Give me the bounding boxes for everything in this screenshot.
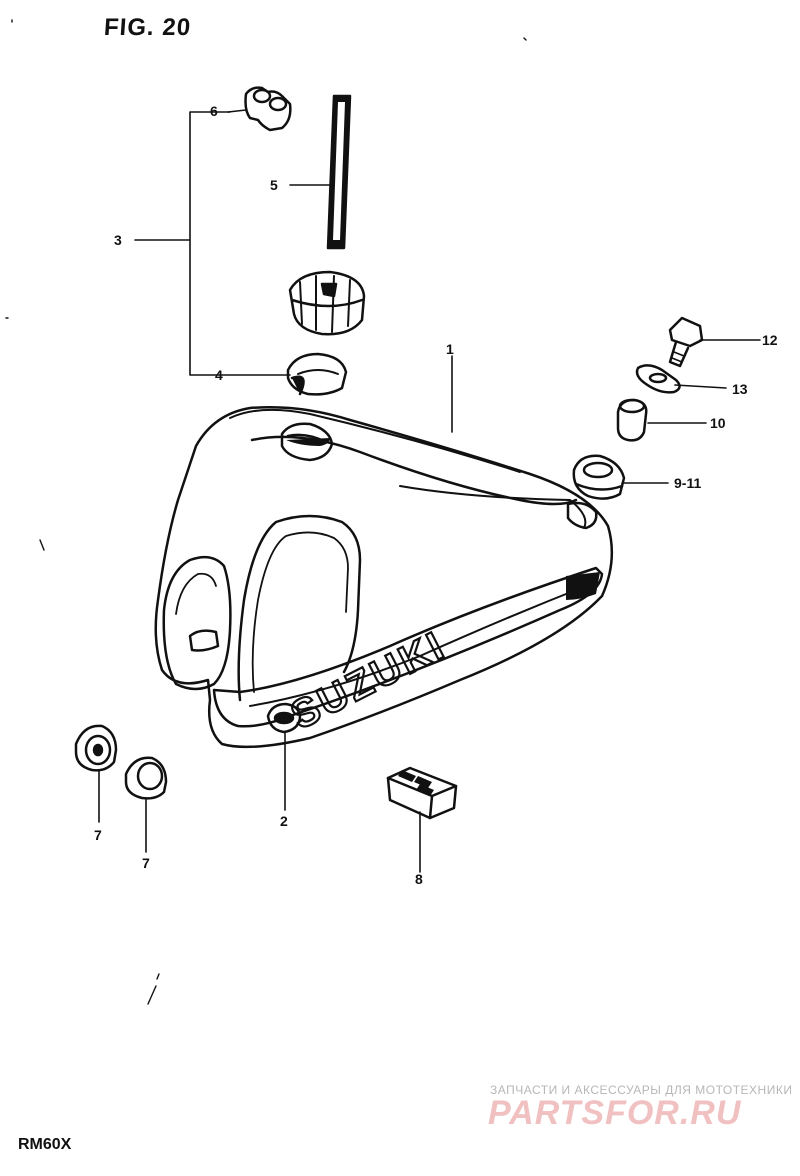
part-7b-cushion — [124, 756, 168, 800]
part-13-washer — [635, 364, 681, 394]
part-6-grommets — [244, 86, 292, 132]
leader-3-bracket — [134, 111, 291, 376]
part-5-hose — [326, 94, 352, 250]
callout-10: 10 — [710, 415, 726, 431]
model-code: RM60X — [18, 1136, 72, 1153]
callout-12: 12 — [762, 332, 778, 348]
callout-9-11: 9-11 — [674, 475, 702, 491]
callout-2: 2 — [280, 813, 288, 829]
callout-3: 3 — [114, 232, 122, 248]
fuel-cap — [288, 270, 366, 336]
part-10-collar — [616, 398, 648, 442]
part-4-gasket — [286, 352, 348, 396]
callout-5: 5 — [270, 177, 278, 193]
part-7a-cushion — [74, 724, 118, 772]
watermark-logo: PARTSFOR.RU — [488, 1094, 742, 1132]
part-1-fuel-tank — [154, 405, 614, 749]
callout-8: 8 — [415, 871, 423, 887]
stray-marks — [5, 19, 527, 1005]
leader-6 — [227, 109, 247, 113]
callout-7b: 7 — [142, 855, 150, 871]
leader-lines — [98, 109, 761, 873]
part-12-bolt — [668, 316, 704, 368]
part-8-clamp — [386, 766, 458, 820]
watermark-caption: ЗАПЧАСТИ И АКСЕССУАРЫ ДЛЯ МОТОТЕХНИКИ — [490, 1083, 793, 1097]
callout-1: 1 — [446, 341, 454, 357]
part-9-11-cushion — [572, 454, 626, 500]
brand-mark-suzuki: SUZUKI — [284, 623, 453, 738]
callout-13: 13 — [732, 381, 748, 397]
leader-13 — [674, 384, 727, 389]
callout-7a: 7 — [94, 827, 102, 843]
callout-4: 4 — [215, 367, 223, 383]
callout-6: 6 — [210, 103, 218, 119]
